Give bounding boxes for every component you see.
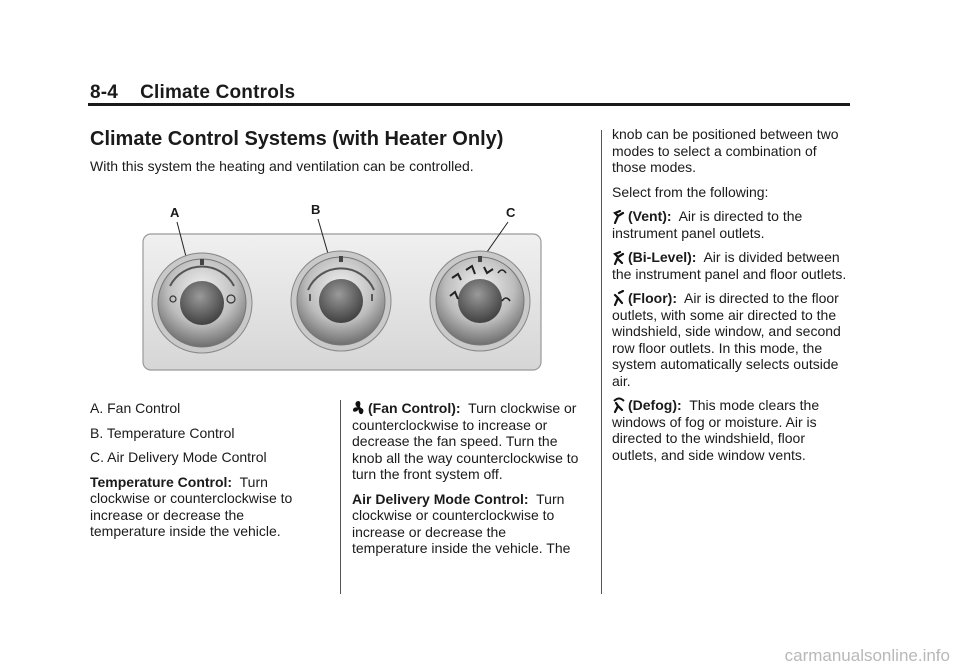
air-delivery-knob [429, 250, 531, 352]
header-rule [88, 103, 850, 106]
callout-b: B [311, 202, 321, 217]
select-text: Select from the following: [612, 183, 769, 200]
mode-defog-text: This mode clears the windows of fog or m… [612, 397, 820, 463]
column-divider-2 [601, 130, 602, 594]
air-delivery-text: Turn clockwise or counterclockwise to in… [352, 490, 571, 557]
callout-c: C [506, 205, 516, 220]
fan-control-paragraph: (Fan Control): Turn clockwise or counter… [352, 400, 584, 483]
defog-icon [613, 397, 625, 413]
section-title: Climate Control Systems (with Heater Onl… [90, 128, 504, 150]
bi-level-icon [613, 250, 625, 265]
chapter-title: Climate Controls [140, 82, 296, 103]
page-header: 8-4 Climate Controls [90, 82, 295, 104]
mode-vent-text: Air is directed to the instrument panel … [612, 208, 803, 241]
column-1: A. Fan Control B. Temperature Control C.… [90, 400, 320, 548]
mode-floor-paragraph: (Floor): Air is directed to the floor ou… [612, 290, 850, 389]
air-delivery-label: Air Delivery Mode Control: [352, 490, 529, 507]
mode-defog-label: (Defog): [628, 397, 682, 413]
callout-a: A [170, 205, 180, 220]
mode-bi-level-label: (Bi-Level): [628, 249, 697, 265]
column-divider-1 [340, 400, 341, 594]
temperature-control-text: Turn clockwise or counterclockwise to in… [90, 473, 293, 540]
fan-control-label: (Fan Control): [368, 400, 461, 416]
legend-item-b: B. Temperature Control [90, 424, 235, 441]
page-number: 8-4 [90, 82, 119, 103]
fan-control-text: Turn clockwise or counterclockwise to in… [352, 400, 579, 482]
legend-item-c: C. Air Delivery Mode Control [90, 449, 267, 465]
temperature-knob [290, 250, 392, 352]
mode-bi-level-text: Air is divided between the instrument pa… [612, 249, 847, 282]
watermark: carmanualsonline.info [784, 646, 950, 665]
vent-icon [613, 209, 625, 224]
temperature-control-paragraph: Temperature Control: Turn clockwise or c… [90, 474, 320, 540]
intro-text: With this system the heating and ventila… [90, 158, 474, 174]
mode-combination-text: knob can be positioned between two modes… [612, 126, 839, 175]
mode-floor-text: Air is directed to the floor outlets, wi… [612, 290, 841, 389]
mode-defog-paragraph: (Defog): This mode clears the windows of… [612, 397, 850, 463]
floor-icon [613, 290, 625, 306]
legend-item-a: A. Fan Control [90, 400, 181, 416]
air-delivery-paragraph: Air Delivery Mode Control: Turn clockwis… [352, 491, 584, 557]
mode-vent-label: (Vent): [628, 208, 672, 224]
fan-icon [353, 401, 364, 415]
column-3: knob can be positioned between two modes… [612, 126, 850, 471]
panel-drawing [142, 218, 542, 371]
temperature-control-label: Temperature Control: [90, 473, 233, 490]
mode-bi-level-paragraph: (Bi-Level): Air is divided between the i… [612, 249, 850, 282]
fan-knob [151, 252, 253, 354]
mode-vent-paragraph: (Vent): Air is directed to the instrumen… [612, 208, 850, 241]
mode-floor-label: (Floor): [628, 290, 677, 306]
climate-panel-figure: A B C [140, 200, 544, 374]
column-2: (Fan Control): Turn clockwise or counter… [352, 400, 584, 565]
